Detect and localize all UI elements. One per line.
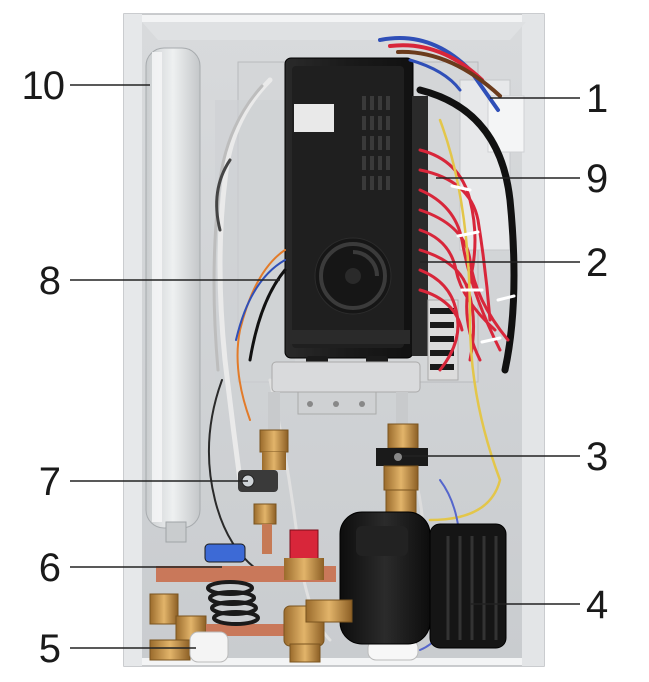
circulation-pump <box>305 511 507 649</box>
callout-10: 10 <box>21 64 66 108</box>
leader-lines <box>70 84 580 649</box>
safety-group <box>149 529 419 663</box>
callout-4: 4 <box>586 583 608 627</box>
callout-3: 3 <box>586 435 608 479</box>
control-box <box>284 57 414 372</box>
callout-9: 9 <box>586 157 608 201</box>
left-pipework <box>238 392 289 554</box>
callout-7: 7 <box>38 460 61 504</box>
heater-block <box>271 361 421 415</box>
expansion-tank <box>145 47 201 543</box>
callout-1: 1 <box>586 77 608 121</box>
callout-5: 5 <box>38 627 61 671</box>
callout-6: 6 <box>38 546 61 590</box>
callout-8: 8 <box>38 259 61 303</box>
callout-2: 2 <box>586 241 608 285</box>
